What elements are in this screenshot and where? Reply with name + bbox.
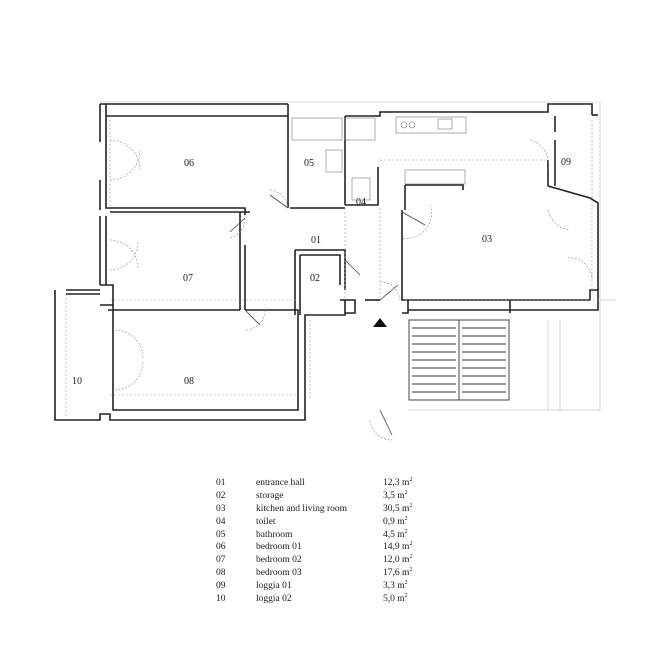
legend-area-unit: 2: [409, 554, 413, 561]
legend-room-number: 09: [216, 581, 226, 592]
room-label-10: 10: [72, 376, 82, 387]
legend-area-unit: 2: [409, 476, 413, 483]
walls: [54, 103, 599, 421]
legend-area-value: 30,5 m: [383, 503, 410, 514]
room-label-08: 08: [184, 376, 194, 387]
room-label-07: 07: [183, 273, 193, 284]
legend-row: 01 entrance hall 12,3 m2: [216, 477, 412, 490]
legend-room-name: bedroom 02: [256, 555, 302, 566]
legend-area-value: 5,0 m: [383, 594, 405, 605]
room-label-02: 02: [310, 273, 320, 284]
legend-area-unit: 2: [404, 515, 408, 522]
legend-row: 04 toilet 0,9 m2: [216, 516, 412, 529]
legend-room-area: 14,9 m2: [383, 541, 412, 554]
room-label-03: 03: [482, 234, 492, 245]
room-label-05: 05: [304, 158, 314, 169]
legend-room-number: 01: [216, 478, 226, 488]
room-label-01: 01: [311, 235, 321, 246]
legend-row: 03 kitchen and living room 30,5 m2: [216, 503, 412, 516]
legend-room-number: 10: [216, 594, 226, 605]
legend-row: 06 bedroom 01 14,9 m2: [216, 541, 412, 554]
shaft: [344, 117, 376, 141]
toilet-bowl: [351, 177, 371, 201]
legend-room-number: 03: [216, 503, 226, 514]
kitchen-counter: [395, 116, 467, 134]
kitchen-sink: [437, 118, 453, 130]
legend-area-value: 14,9 m: [383, 542, 410, 553]
legend-room-area: 0,9 m2: [383, 516, 408, 529]
doors: [109, 139, 593, 441]
kitchen-island: [404, 169, 466, 185]
legend-area-value: 17,6 m: [383, 568, 410, 579]
legend-area-unit: 2: [404, 489, 408, 496]
legend-area-unit: 2: [409, 502, 413, 509]
window-lines: [65, 116, 600, 418]
legend-room-name: bathroom: [256, 529, 293, 540]
legend-room-name: toilet: [256, 516, 276, 527]
legend-row: 10 loggia 02 5,0 m2: [216, 593, 412, 606]
legend-room-area: 12,3 m2: [383, 477, 412, 490]
legend-room-number: 08: [216, 568, 226, 579]
hob: [400, 121, 408, 129]
legend-area-value: 12,0 m: [383, 555, 410, 566]
legend-room-name: kitchen and living room: [256, 503, 348, 514]
legend-room-area: 30,5 m2: [383, 503, 412, 516]
legend-area-unit: 2: [409, 567, 413, 574]
legend-area-value: 3,5 m: [383, 490, 405, 501]
legend-row: 07 bedroom 02 12,0 m2: [216, 554, 412, 567]
room-label-04: 04: [356, 197, 366, 208]
legend-area-value: 3,3 m: [383, 581, 405, 592]
legend-room-area: 12,0 m2: [383, 554, 412, 567]
legend-room-number: 06: [216, 542, 226, 553]
fixtures: [291, 116, 467, 201]
legend-row: 09 loggia 01 3,3 m2: [216, 580, 412, 593]
bathtub: [291, 117, 343, 141]
legend-room-name: bedroom 01: [256, 542, 302, 553]
legend-room-name: entrance hall: [256, 478, 305, 488]
legend-area-unit: 2: [409, 541, 413, 548]
legend-room-name: loggia 01: [256, 581, 292, 592]
legend-area-value: 4,5 m: [383, 529, 405, 540]
legend-row: 05 bathroom 4,5 m2: [216, 528, 412, 542]
legend-room-number: 02: [216, 490, 226, 501]
context-lines: [100, 101, 615, 411]
legend-room-area: 5,0 m2: [383, 593, 408, 606]
legend-room-number: 04: [216, 516, 226, 527]
legend-area-value: 0,9 m: [383, 516, 405, 527]
room-label-06: 06: [184, 158, 194, 169]
legend-area-unit: 2: [404, 592, 408, 599]
legend-row: 02 storage 3,5 m2: [216, 490, 412, 503]
legend-area-unit: 2: [404, 528, 408, 535]
legend-room-name: storage: [256, 490, 284, 501]
legend-room-area: 4,5 m2: [383, 528, 408, 542]
room-label-09: 09: [561, 157, 571, 168]
legend-room-number: 07: [216, 555, 226, 566]
legend-room-area: 3,3 m2: [383, 580, 408, 593]
legend-area-value: 12,3 m: [383, 478, 410, 488]
legend-room-number: 05: [216, 529, 226, 540]
legend-room-name: bedroom 03: [256, 568, 302, 579]
legend-room-area: 17,6 m2: [383, 567, 412, 580]
legend-area-unit: 2: [404, 579, 408, 586]
washbasin: [325, 149, 343, 173]
staircase: [408, 319, 510, 401]
legend-room-area: 3,5 m2: [383, 490, 408, 503]
legend-row: 08 bedroom 03 17,6 m2: [216, 567, 412, 580]
entrance-marker-icon: [373, 318, 387, 327]
legend-room-name: loggia 02: [256, 594, 292, 605]
